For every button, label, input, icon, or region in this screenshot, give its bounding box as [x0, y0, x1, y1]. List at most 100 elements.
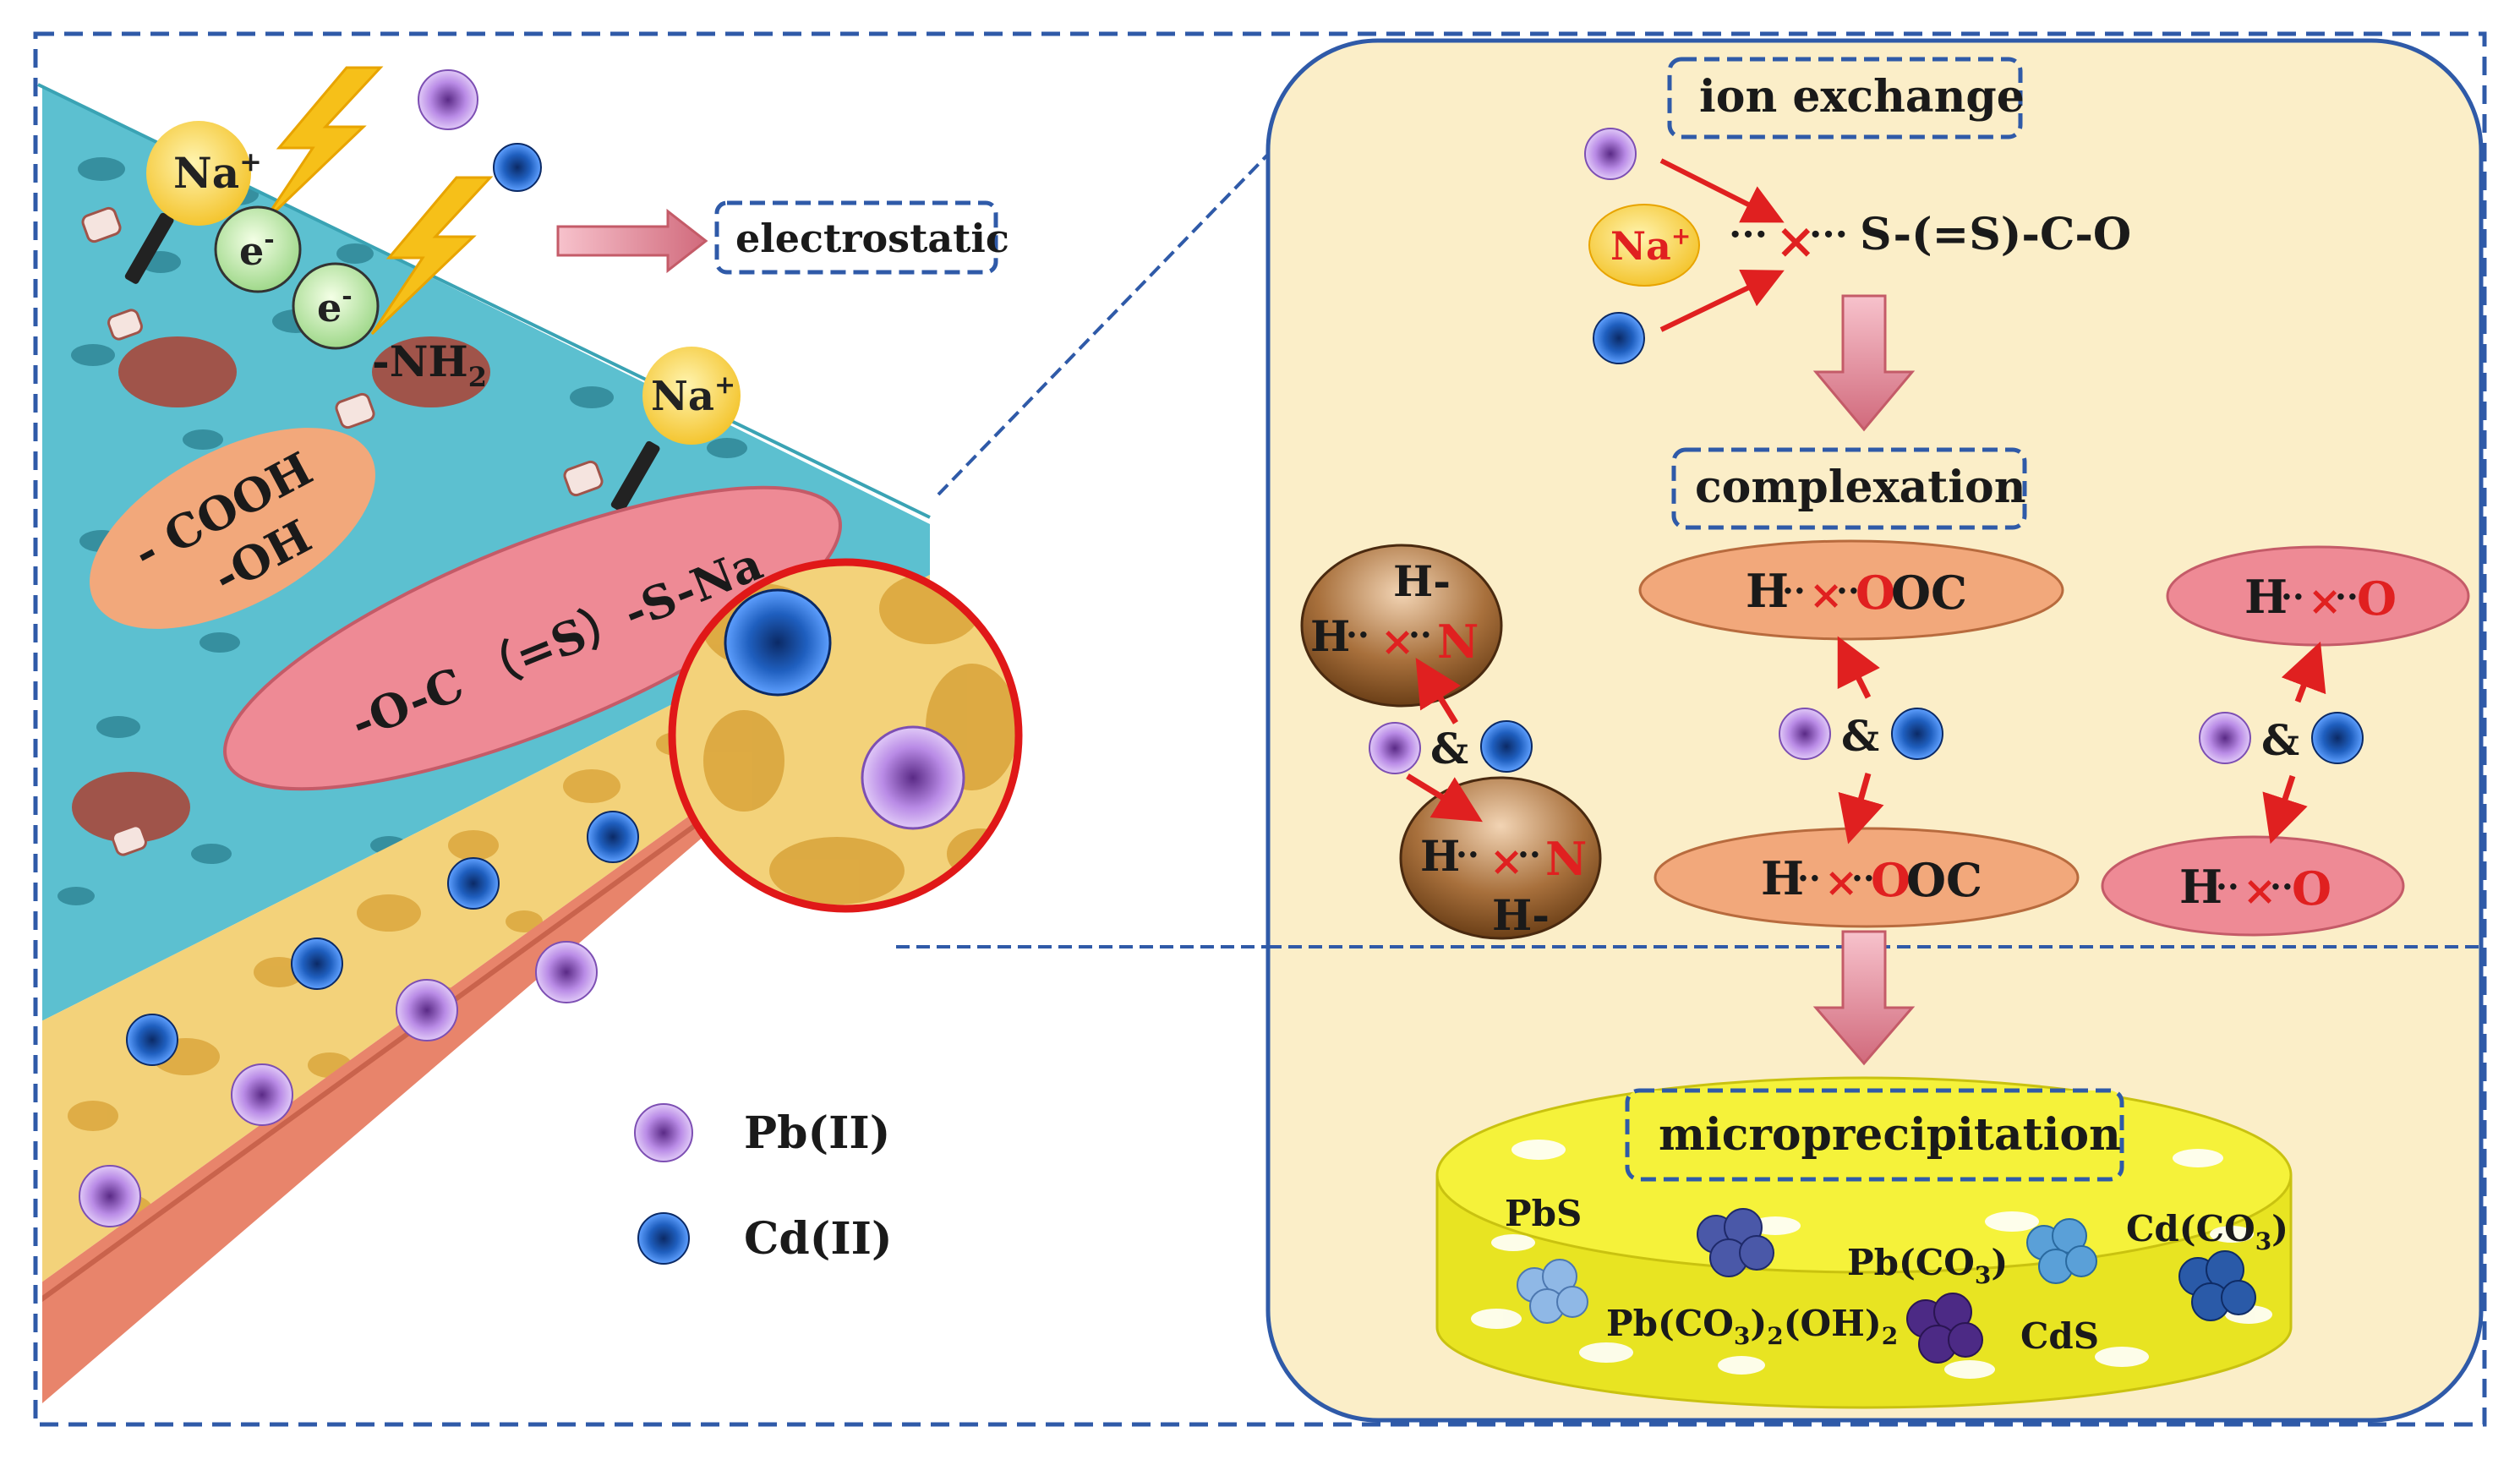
- microprecipitation-box: [1625, 1088, 2124, 1182]
- hydroxyl-complex-top: H ·· × ·· O: [2166, 545, 2470, 647]
- svg-text:Na+: Na+: [173, 145, 262, 198]
- cds-cluster-icon: [2026, 1218, 2097, 1284]
- cdco3-cluster-icon: [2178, 1250, 2256, 1321]
- ion-exchange-label: ion exchange: [1699, 71, 2025, 123]
- svg-text:O: O: [1871, 853, 1910, 907]
- svg-text:H: H: [2244, 570, 2288, 624]
- svg-text:e-: e-: [317, 282, 353, 331]
- svg-text:··: ··: [1797, 859, 1821, 899]
- svg-text:H: H: [1761, 851, 1804, 905]
- pb-ion-icon: [1779, 708, 1831, 760]
- svg-text:N: N: [1545, 832, 1587, 886]
- svg-text:H-: H-: [1492, 890, 1550, 940]
- amine-complex-top: H- H ·· × ·· N: [1300, 544, 1503, 708]
- svg-text:OC: OC: [1891, 566, 1967, 620]
- svg-text:··: ··: [2335, 577, 2359, 617]
- ampersand-carboxyl: &: [1841, 711, 1879, 761]
- cd-ion-icon: [1891, 708, 1943, 760]
- amine-complex-bottom: H ·· × ·· N H-: [1399, 776, 1602, 940]
- exchange-cross-icon: ×: [1775, 212, 1817, 270]
- electrostatic-label: electrostatic: [735, 216, 1009, 261]
- na-ion-upper: Na+: [124, 121, 262, 284]
- svg-text:×: ×: [1490, 838, 1523, 885]
- svg-text:··: ··: [1851, 859, 1875, 899]
- amine-label: -NH2: [372, 336, 487, 393]
- pbs-label: PbS: [1505, 1193, 1582, 1234]
- svg-text:··: ··: [1836, 571, 1860, 611]
- svg-text:··: ··: [2281, 577, 2304, 617]
- na-ion: Na+: [1588, 204, 1700, 287]
- svg-text:×: ×: [1380, 618, 1414, 665]
- svg-text:H: H: [1746, 564, 1789, 618]
- svg-text:O: O: [1856, 566, 1895, 620]
- pbco3-cluster-icon: [1697, 1208, 1774, 1277]
- carboxyl-complex-bottom: H ·· × ·· O OC: [1654, 827, 2080, 928]
- cd-ion-icon: [1480, 720, 1533, 773]
- svg-text:··: ··: [1517, 835, 1541, 875]
- down-arrow-2: [1812, 930, 1916, 1066]
- electron-2: e-: [292, 262, 380, 350]
- svg-text:H: H: [1310, 611, 1350, 661]
- ion-exchange-box: [1667, 57, 2023, 139]
- svg-text:N: N: [1437, 615, 1479, 669]
- svg-text:×: ×: [2243, 867, 2277, 915]
- svg-text:··: ··: [1346, 615, 1369, 655]
- ampersand-hydroxyl: &: [2261, 715, 2299, 765]
- electrostatic-arrow: [556, 208, 708, 274]
- down-arrow-1: [1812, 294, 1916, 432]
- legend-cd-label: Cd(II): [744, 1213, 893, 1265]
- electrostatic-box: [714, 200, 998, 275]
- pb-ion-icon: [1369, 722, 1421, 774]
- na-ion-right: Na+: [610, 347, 741, 512]
- svg-text:OC: OC: [1906, 853, 1982, 907]
- cds-label: CdS: [2020, 1315, 2099, 1357]
- electron-1: e-: [214, 205, 302, 293]
- exchange-dots-left: ···: [1729, 213, 1768, 256]
- outer-frame: [33, 31, 2487, 1427]
- legend-pb-icon: [634, 1103, 693, 1162]
- ampersand-amine: &: [1430, 724, 1468, 773]
- pbco3-label: Pb(CO3): [1847, 1242, 2008, 1289]
- legend-cd-icon: [637, 1212, 690, 1265]
- svg-text:×: ×: [2308, 577, 2342, 625]
- mechanism-panel: [1265, 38, 2484, 1423]
- cd-ion-icon: [1593, 312, 1645, 364]
- pbco3oh-label: Pb(CO3)2(OH)2: [1606, 1303, 1898, 1350]
- binding-site-icon: [81, 206, 604, 856]
- carboxyl-complex-top: H ·· × ·· O OC: [1638, 539, 2064, 641]
- complexation-label: complexation: [1695, 462, 2026, 513]
- svg-text:··: ··: [2270, 867, 2293, 907]
- legend-pb-label: Pb(II): [744, 1107, 890, 1159]
- svg-text:×: ×: [1824, 859, 1858, 906]
- pbco3oh-cluster-icon: [1906, 1293, 1983, 1364]
- svg-text:··: ··: [2216, 867, 2239, 907]
- pb-ion-icon: [2199, 712, 2251, 764]
- svg-text:··: ··: [1408, 615, 1432, 655]
- svg-text:Na+: Na+: [1610, 222, 1691, 269]
- svg-text:e-: e-: [239, 225, 275, 274]
- svg-text:H: H: [1420, 831, 1460, 881]
- pb-ion-icon: [79, 69, 598, 1227]
- svg-text:H-: H-: [1393, 556, 1451, 606]
- svg-text:··: ··: [1456, 835, 1479, 875]
- zoom-circle: [668, 558, 1023, 913]
- carboxyl-hydroxyl-ellipse: - COOH -OH: [90, 428, 375, 629]
- cd-ion-icon: [126, 143, 639, 1066]
- hydroxyl-complex-bottom: H ·· × ·· O: [2101, 835, 2405, 937]
- legend: Pb(II) Cd(II): [634, 1103, 893, 1265]
- pb-ion-icon: [1584, 128, 1637, 180]
- svg-text:H: H: [2179, 860, 2222, 914]
- svg-text:O: O: [2292, 861, 2331, 916]
- exchange-dots-right: ···: [1809, 213, 1848, 256]
- cdco3-label: Cd(CO3): [2126, 1208, 2288, 1255]
- svg-text:O: O: [2357, 571, 2397, 626]
- microprecipitation-label: microprecipitation: [1659, 1109, 2121, 1161]
- cd-ion-icon: [2311, 712, 2364, 764]
- complexation-box: [1671, 447, 2027, 530]
- lightning-icon: [260, 66, 494, 336]
- xanthate-group-label: S-(=S)-C-O: [1860, 209, 2131, 260]
- pbs-cluster-icon: [1517, 1259, 1588, 1324]
- svg-text:×: ×: [1809, 571, 1843, 619]
- svg-text:Na+: Na+: [651, 370, 735, 420]
